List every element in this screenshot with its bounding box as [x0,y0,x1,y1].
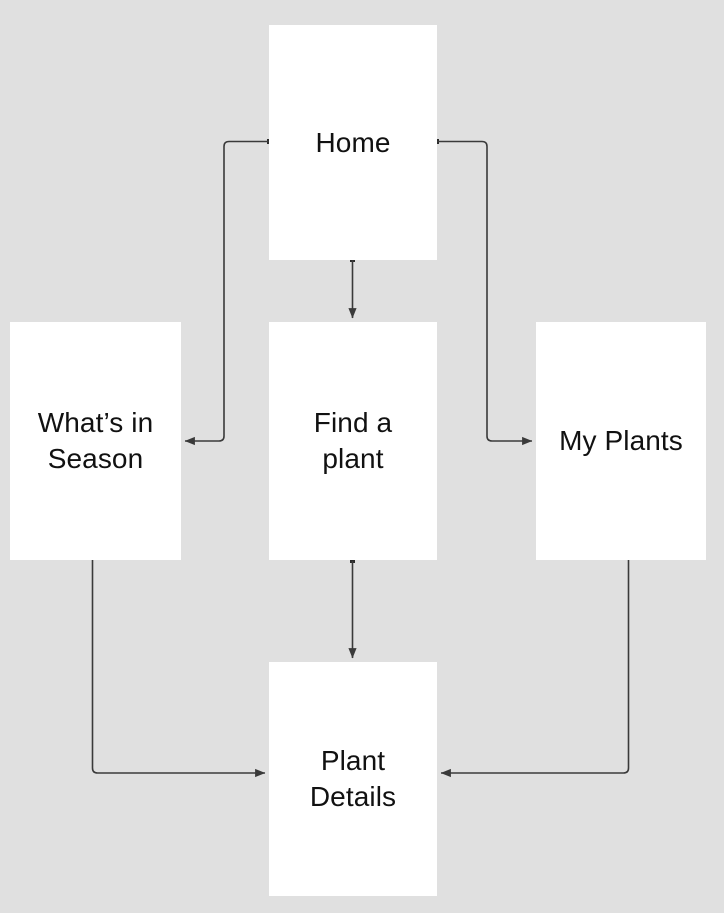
connector-home-to-find-a-plant [348,257,357,319]
connector-home-to-my-plants [434,139,533,446]
node-home[interactable]: Home [269,25,437,260]
node-plant-details-label: Plant Details [309,745,397,812]
node-whats-in-season[interactable]: What’s in Season [10,322,181,560]
node-plant-details[interactable]: Plant Details [269,662,437,896]
node-my-plants[interactable]: My Plants [536,322,706,560]
node-home-label: Home [315,126,391,158]
connector-my-plants-to-plant-details [440,560,630,778]
connector-home-to-whats-in-season [184,139,272,446]
connector-find-a-plant-to-plant-details [348,558,357,659]
node-whats-in-season-label: What’s in Season [37,407,154,474]
node-my-plants-label: My Plants [559,425,683,456]
node-find-a-plant-label: Find a plant [313,407,393,474]
connector-whats-in-season-to-plant-details [91,560,266,778]
node-find-a-plant[interactable]: Find a plant [269,322,437,560]
